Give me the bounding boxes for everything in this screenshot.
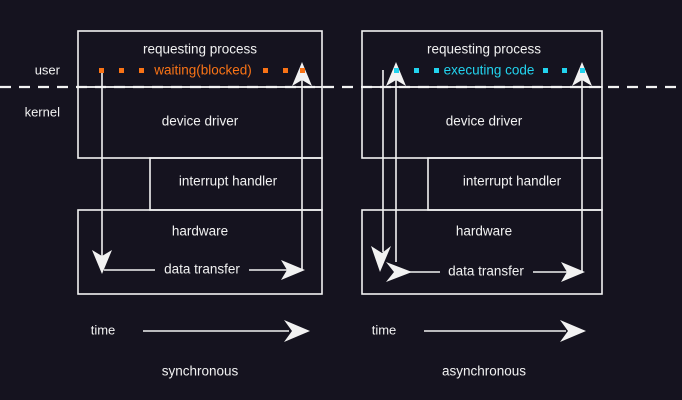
label-hardware-async: hardware — [456, 224, 512, 239]
status-marker-async — [394, 68, 399, 73]
label-requesting-process-sync: requesting process — [143, 42, 257, 57]
caption-synchronous: synchronous — [162, 364, 239, 379]
box-hardware-sync — [77, 209, 323, 295]
call-arrow-head-async — [371, 246, 391, 272]
box-hardware-async — [361, 209, 603, 295]
immediate-return-arrow-head-async — [386, 62, 406, 86]
status-marker-sync — [300, 68, 305, 73]
panel-synchronous: requesting process device driver interru… — [77, 30, 323, 379]
label-status-sync: waiting(blocked) — [153, 63, 252, 78]
data-transfer-arrow-head-sync — [281, 260, 305, 280]
secondary-arrow-head-async — [386, 262, 412, 282]
label-data-transfer-async: data transfer — [448, 264, 524, 279]
label-device-driver-sync: device driver — [162, 114, 239, 129]
status-marker-sync — [139, 68, 144, 73]
status-marker-sync — [263, 68, 268, 73]
return-arrow-head-sync — [292, 62, 312, 86]
time-axis-arrow-head-async — [560, 320, 586, 342]
status-marker-async — [543, 68, 548, 73]
label-kernel: kernel — [25, 104, 61, 119]
label-data-transfer-sync: data transfer — [164, 262, 240, 277]
panel-asynchronous: requesting process device driver interru… — [361, 30, 603, 379]
label-user: user — [35, 62, 61, 77]
status-marker-sync — [283, 68, 288, 73]
status-marker-sync — [99, 68, 104, 73]
label-time-sync: time — [91, 322, 116, 337]
status-marker-async — [562, 68, 567, 73]
label-interrupt-handler-sync: interrupt handler — [179, 174, 278, 189]
label-time-async: time — [372, 322, 397, 337]
status-marker-async — [414, 68, 419, 73]
status-marker-async — [434, 68, 439, 73]
status-marker-sync — [119, 68, 124, 73]
label-requesting-process-async: requesting process — [427, 42, 541, 57]
label-hardware-sync: hardware — [172, 224, 228, 239]
label-device-driver-async: device driver — [446, 114, 523, 129]
return-arrow-head-async — [572, 62, 592, 86]
label-interrupt-handler-async: interrupt handler — [463, 174, 562, 189]
call-arrow-head-sync — [92, 250, 112, 274]
caption-asynchronous: asynchronous — [442, 364, 526, 379]
box-requesting-process-sync — [77, 30, 323, 88]
data-transfer-arrow-head-async — [561, 262, 585, 282]
time-axis-arrow-head-sync — [284, 320, 310, 342]
label-status-async: executing code — [444, 63, 535, 78]
status-marker-async — [580, 68, 585, 73]
